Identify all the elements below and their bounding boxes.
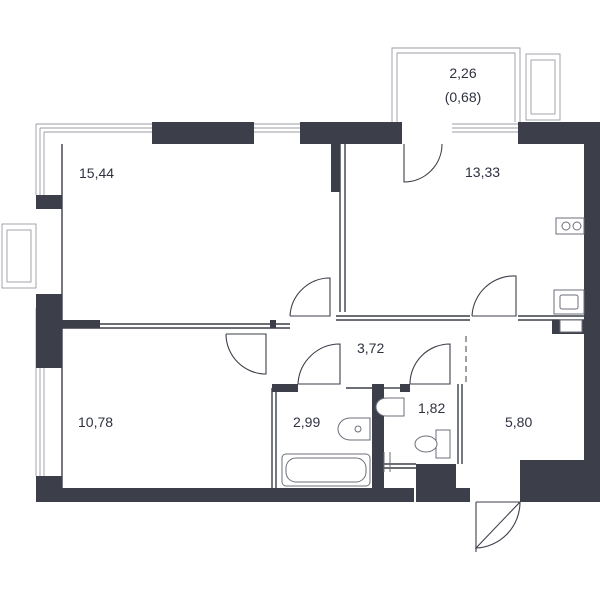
bedroom-2-area: 10,78 [78, 414, 113, 430]
wc-sink-icon [375, 397, 405, 417]
fixtures [281, 217, 585, 487]
kitchen-area: 13,33 [465, 164, 500, 180]
balcony-area: 2,26 [449, 65, 476, 81]
walls [36, 122, 600, 502]
bathroom-area: 2,99 [293, 414, 320, 430]
toilet-icon [435, 429, 451, 459]
area-labels: 2,26 (0,68) 15,44 13,33 3,72 10,78 2,99 … [78, 65, 532, 430]
wc-area: 1,82 [418, 400, 445, 416]
hall-area: 3,72 [357, 340, 384, 356]
doors [225, 143, 522, 552]
window-frames [1, 53, 561, 476]
bedroom-1-area: 15,44 [79, 165, 114, 181]
interior-walls [61, 144, 584, 488]
bath-sink-icon [337, 417, 371, 441]
balcony-area-sub: (0,68) [445, 89, 482, 105]
entrance-area: 5,80 [505, 414, 532, 430]
balcony [391, 47, 521, 122]
